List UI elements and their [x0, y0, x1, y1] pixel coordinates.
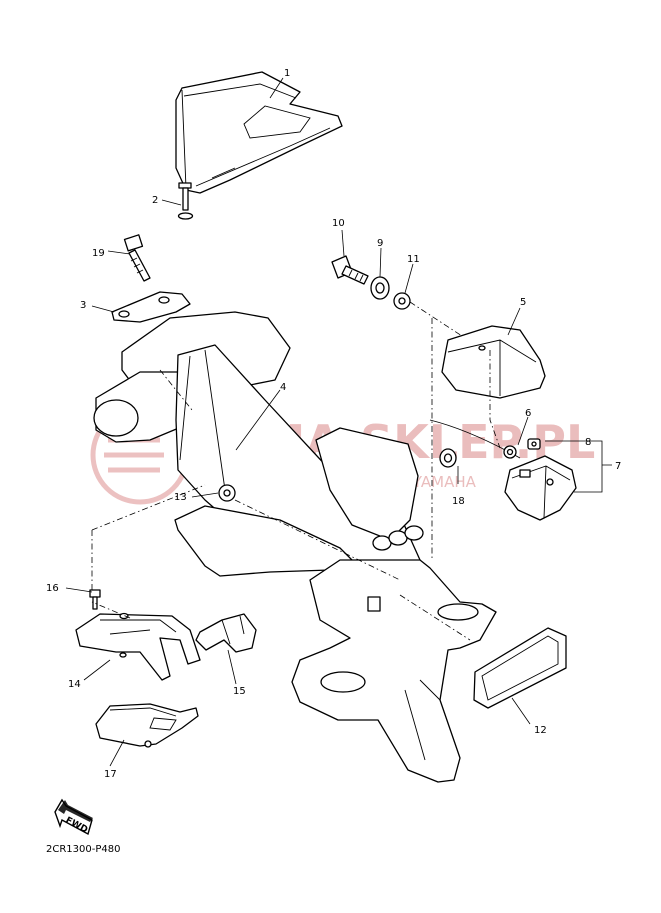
part-19-bolt	[123, 234, 151, 282]
callout-2: 2	[152, 195, 158, 206]
callout-labels: 1 2 3 4 5 6 7 8 9 10 11 12 13 14 15 16 1…	[46, 68, 621, 780]
part-5-tail-light	[441, 325, 546, 399]
part-11-collar	[393, 292, 411, 310]
part-8-screw	[527, 438, 541, 450]
callout-19: 19	[92, 248, 105, 259]
part-4-rear-fender	[93, 311, 497, 783]
callout-9: 9	[377, 238, 383, 249]
part-14-bracket	[75, 612, 201, 681]
part-3-plate	[111, 291, 191, 323]
leader-lines	[65, 77, 612, 767]
part-2-screw	[177, 182, 194, 220]
part-10-bolt	[331, 255, 369, 285]
part-9-grommet	[370, 276, 390, 300]
part-13-nut	[218, 484, 236, 502]
callout-18: 18	[452, 496, 465, 507]
callout-12: 12	[534, 725, 547, 736]
part-12-reflector	[473, 627, 567, 709]
callout-1: 1	[284, 68, 290, 79]
fwd-arrow-icon: FWD	[54, 798, 93, 835]
part-18-grommet	[439, 448, 457, 468]
callout-5: 5	[520, 297, 526, 308]
callout-11: 11	[407, 254, 420, 265]
callout-4: 4	[280, 382, 286, 393]
callout-6: 6	[525, 408, 531, 419]
callout-3: 3	[80, 300, 86, 311]
callout-13: 13	[174, 492, 187, 503]
diagram-code: 2CR1300-P480	[46, 844, 120, 855]
part-17-lower-bracket	[95, 703, 199, 748]
part-1-cover	[175, 71, 343, 194]
part-16-screw	[89, 589, 101, 610]
part-15-clip	[195, 613, 257, 653]
callout-10: 10	[332, 218, 345, 229]
part-6-nut	[503, 445, 517, 459]
callout-8: 8	[585, 437, 591, 448]
callout-17: 17	[104, 769, 117, 780]
callout-16: 16	[46, 583, 59, 594]
callout-15: 15	[233, 686, 246, 697]
dashed-assembly-lines	[91, 301, 501, 641]
callout-14: 14	[68, 679, 81, 690]
callout-7: 7	[615, 461, 621, 472]
part-7-license-light-assy	[429, 419, 577, 521]
